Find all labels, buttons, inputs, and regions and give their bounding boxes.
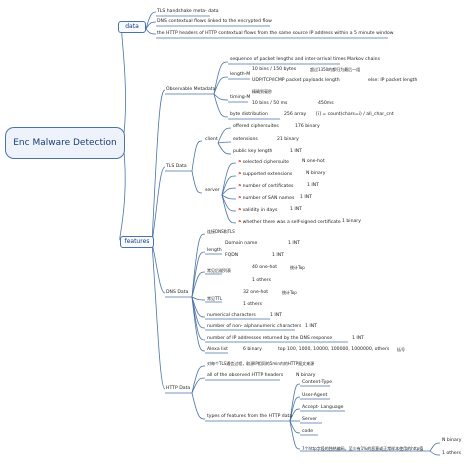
server-item-3-label: number of certificates: [242, 184, 294, 189]
server-item-2: ⚑supported extensions: [238, 171, 292, 178]
server-item-1: ⚑selected ciphersuite: [238, 159, 289, 166]
tld-others: 1 others: [252, 278, 272, 283]
tls-server: server: [205, 188, 220, 193]
ttl-top-cn: 统计Top: [282, 290, 297, 295]
data-item-1: TLS handshake meta- data: [157, 9, 219, 14]
server-item-3: ⚑number of certificates: [238, 183, 293, 190]
len-bins-cn: 超过1350的都归为最后一组: [310, 67, 361, 72]
client-item-3: public key length: [233, 149, 273, 154]
server-item-2-label: supported extensions: [242, 172, 293, 177]
server-val-4: 1 INT: [300, 195, 312, 200]
fqdn-int: 1 INT: [272, 253, 284, 258]
ip-returned-int: 1 INT: [352, 336, 364, 341]
alexa-tops: top 100, 1000, 10000, 100000, 1000000, o…: [278, 347, 390, 352]
http-others: 1 others: [442, 451, 462, 456]
server-val-6: 1 binary: [342, 219, 361, 224]
features-node[interactable]: features: [120, 236, 154, 248]
ms450: 450ms: [318, 101, 334, 106]
udp-length: UDP/TCP/ICMP packet payloads length: [252, 78, 340, 83]
server-item-6: ⚑whether there was a self-signed certifi…: [238, 219, 341, 226]
fqdn: FQDN: [225, 253, 239, 258]
client-val-1: 176 binary: [295, 124, 320, 129]
count-div: [i] = count(chars=i) / all_char_cnt: [316, 112, 394, 117]
http-top-cn: 7个http字段的独热编码，至少有1%的恶意或正常样本使用的http值: [302, 446, 424, 451]
client-val-2: 21 binary: [277, 137, 299, 142]
root-label: Enc Malware Detection: [13, 138, 117, 148]
byte-dist: byte distribution: [230, 112, 268, 117]
ms-cn: 精确到毫秒: [252, 89, 272, 94]
http-field-1: Content-Type: [302, 380, 333, 385]
domain-name: Domain name: [225, 241, 258, 246]
non-alpha-int: 1 INT: [305, 324, 317, 329]
http-nbinary: N binary: [442, 438, 462, 443]
http-field-5: code: [302, 429, 314, 434]
markov: Markov chains: [347, 57, 380, 62]
http-field-4: Server: [302, 417, 318, 422]
ttl-onehot: 32 one-hot: [243, 290, 269, 295]
tls-data: TLS Data: [166, 164, 187, 169]
length-m: length-M: [230, 72, 251, 77]
server-val-3: 1 INT: [307, 183, 319, 188]
server-item-5-label: validity in days: [242, 208, 278, 213]
dns-data: DNS Data: [166, 290, 189, 295]
alexa-binary: 6 binary: [243, 347, 262, 352]
brackets-cn: 括号: [397, 347, 405, 352]
http-types: types of features from the HTTP data: [207, 414, 293, 419]
tld-top-cn: 统计Top: [290, 265, 305, 270]
ttl-cn: 常见TTL: [207, 296, 223, 301]
http-desc-cn: 对每个TLS通信过程，取源IP相同的5min内的HTTP报文来源: [207, 361, 315, 366]
dns-link-cn: 连接DNS和TLS: [207, 229, 235, 234]
tls-client: client: [205, 137, 218, 142]
seq-lengths: sequence of packet lengths and inter-arr…: [230, 57, 346, 62]
server-val-5: 1 INT: [290, 207, 302, 212]
flag-icon: ⚑: [238, 207, 242, 212]
server-item-4-label: number of SAN names: [242, 196, 295, 201]
numerical-chars: numerical characters: [207, 313, 256, 318]
headers-binary: N binary: [296, 373, 316, 378]
server-item-6-label: whether there was a self-signed certific…: [242, 220, 341, 225]
server-val-1: N one-hot: [302, 159, 325, 164]
data-node-label: data: [125, 23, 139, 30]
client-val-3: 1 INT: [290, 149, 302, 154]
root-node[interactable]: Enc Malware Detection: [5, 127, 125, 159]
flag-icon: ⚑: [238, 195, 242, 200]
server-item-5: ⚑validity in days: [238, 207, 277, 214]
else-ip: else: IP packet length: [368, 78, 418, 83]
http-field-3: Accept- Language: [302, 405, 344, 410]
server-item-1-label: selected ciphersuite: [242, 160, 289, 165]
alexa-list: Alexa list: [207, 347, 228, 352]
http-data: HTTP Data: [166, 386, 191, 391]
data-node[interactable]: data: [118, 21, 146, 33]
domain-int: 1 INT: [288, 241, 300, 246]
ttl-others: 1 others: [243, 302, 263, 307]
all-headers: all of the observed HTTP headers: [207, 373, 284, 378]
len-bins: 10 bins / 150 bytes: [252, 67, 297, 72]
flag-icon: ⚑: [238, 219, 242, 224]
client-item-1: offered ciphersuites: [233, 124, 279, 129]
tld-cn: 常见后缀列表: [207, 268, 231, 273]
data-item-3: the HTTP headers of HTTP contextual flow…: [157, 31, 394, 36]
server-item-4: ⚑number of SAN names: [238, 195, 294, 202]
time-bins: 10 bins / 50 ms: [252, 101, 288, 106]
dns-length: length: [207, 248, 222, 253]
flag-icon: ⚑: [238, 183, 242, 188]
flag-icon: ⚑: [238, 171, 242, 176]
observable-metadata: Observable Metadata: [166, 87, 216, 92]
numerical-int: 1 INT: [270, 313, 282, 318]
non-alpha: number of non- alphanumeric characters: [207, 324, 302, 329]
server-val-2: N binary: [306, 171, 326, 176]
features-node-label: features: [124, 238, 150, 245]
tld-onehot: 40 one-hot: [252, 265, 278, 270]
flag-icon: ⚑: [238, 159, 242, 164]
timing-m: timing-M: [230, 95, 251, 100]
data-item-2: DNS contextual flows linked to the encry…: [157, 19, 272, 24]
client-item-2: extensions: [233, 137, 258, 142]
ip-returned: number of IP addresses returned by the D…: [207, 336, 333, 341]
http-field-2: User-Agent: [302, 393, 328, 398]
arr256: 256 array: [284, 112, 307, 117]
